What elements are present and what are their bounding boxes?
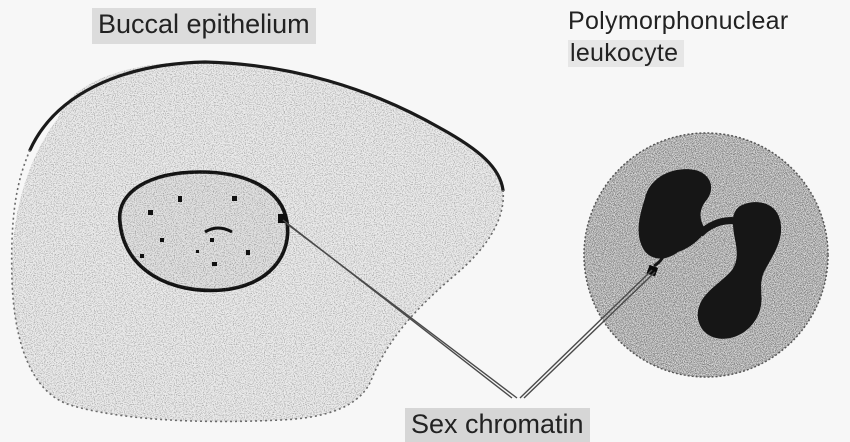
label-pmn-line2: leukocyte [568,40,684,68]
pmn-cell-texture [584,133,828,377]
label-buccal-epithelium: Buccal epithelium [92,8,316,44]
label-polymorphonuclear-leukocyte: Polymorphonuclear leukocyte [568,8,789,67]
label-pmn-line1: Polymorphonuclear [568,7,789,35]
label-sex-chromatin: Sex chromatin [405,408,590,442]
